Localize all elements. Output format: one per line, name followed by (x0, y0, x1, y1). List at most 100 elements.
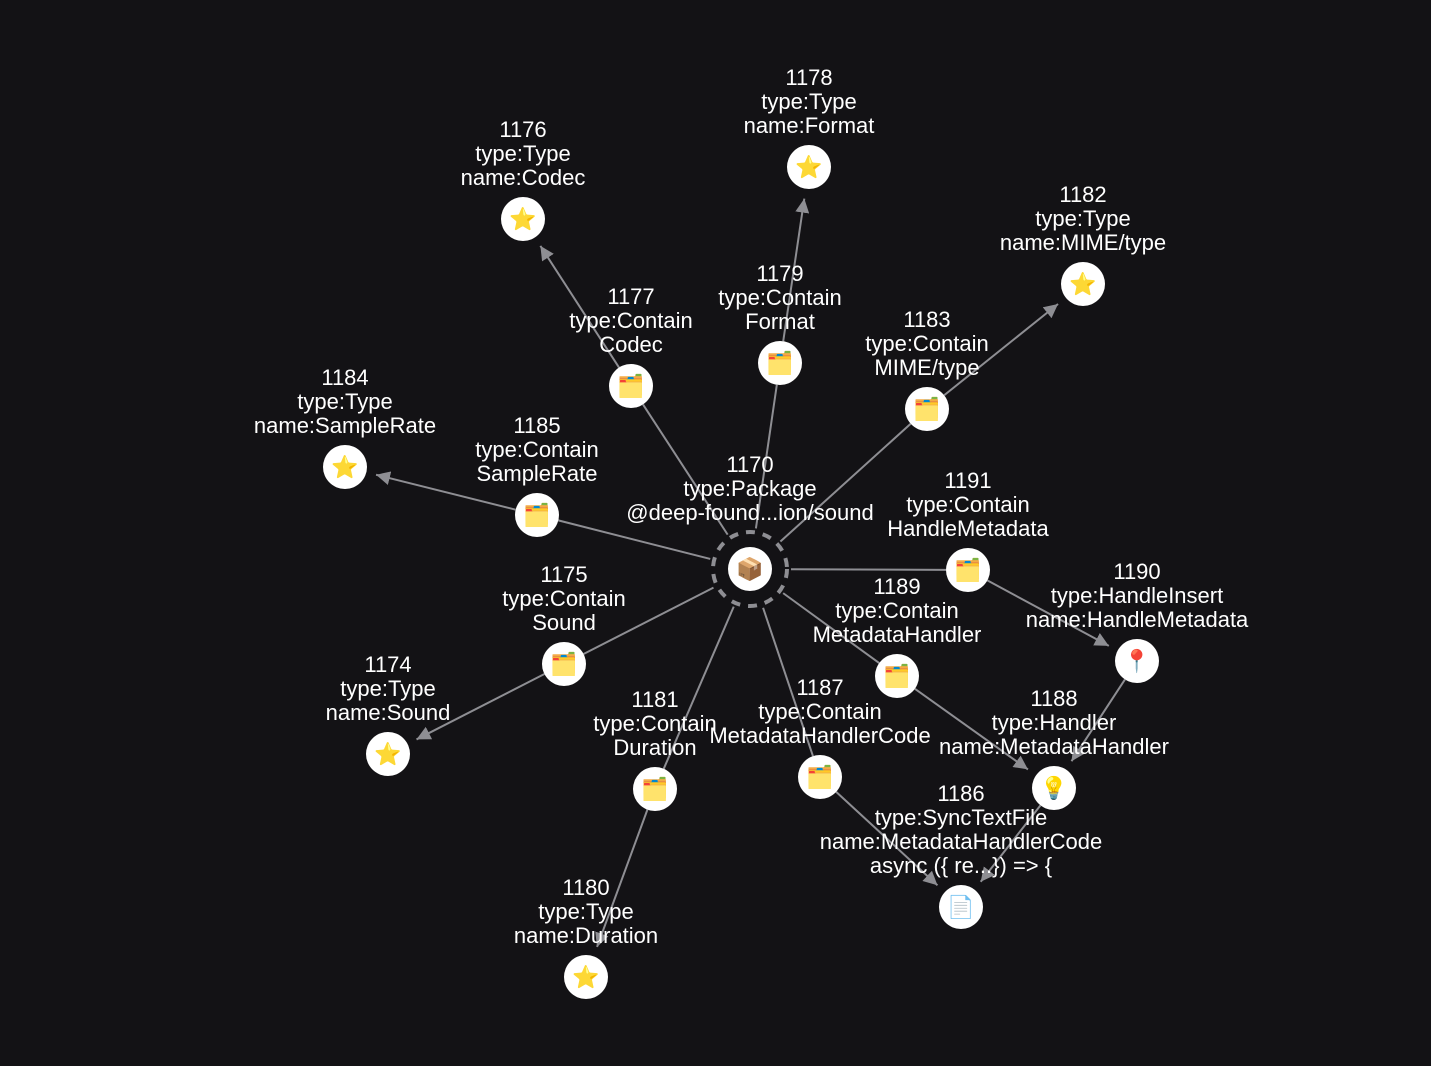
node-circle[interactable] (787, 145, 831, 189)
node-circle[interactable] (501, 197, 545, 241)
node-label-line: Sound (532, 610, 596, 635)
node-id-label: 1187 (796, 675, 843, 700)
node-circle[interactable] (905, 387, 949, 431)
node-id-label: 1180 (562, 875, 609, 900)
node-circle[interactable] (515, 493, 559, 537)
graph-node-1190[interactable]: 📍1190type:HandleInsertname:HandleMetadat… (1026, 559, 1249, 683)
node-circle[interactable] (564, 955, 608, 999)
node-circle[interactable] (798, 755, 842, 799)
edge-1170-1188 (782, 592, 1029, 771)
folder-icon: 🗂️ (523, 503, 550, 529)
node-label-line: type:Contain (502, 586, 626, 611)
node-circle[interactable] (875, 654, 919, 698)
edge-segment-1190-1188 (1070, 678, 1126, 762)
node-label-line: type:Contain (906, 492, 1030, 517)
node-circle[interactable] (609, 364, 653, 408)
node-circle[interactable] (728, 547, 772, 591)
edge-segment-1170-1175 (583, 586, 714, 655)
node-label-line: name:Duration (514, 923, 658, 948)
folder-icon: 🗂️ (913, 397, 940, 423)
node-label-line: async ({ re...}) => { (870, 853, 1052, 878)
node-label-line: MIME/type (874, 355, 979, 380)
edge-segment-1170-1185 (558, 519, 711, 560)
node-label-line: SampleRate (476, 461, 597, 486)
node-circle[interactable] (1115, 639, 1159, 683)
node-label-line: type:Type (1035, 206, 1130, 231)
node-label-line: type:Contain (835, 598, 959, 623)
node-label-line: name:MIME/type (1000, 230, 1166, 255)
edge-segment-1170-1179 (754, 384, 778, 529)
node-circle[interactable] (542, 642, 586, 686)
node-circle[interactable] (323, 445, 367, 489)
node-id-label: 1175 (540, 562, 587, 587)
node-label-line: type:HandleInsert (1051, 583, 1223, 608)
node-id-label: 1179 (756, 261, 803, 286)
node-id-label: 1183 (903, 307, 950, 332)
edges-layer (375, 198, 1126, 948)
node-circle[interactable] (939, 885, 983, 929)
star-icon: ⭐ (509, 207, 536, 233)
node-id-label: 1170 (726, 452, 773, 477)
edge-1188-1186 (979, 804, 1042, 883)
node-label-line: HandleMetadata (887, 516, 1049, 541)
node-id-label: 1191 (944, 468, 991, 493)
document-icon: 📄 (947, 895, 974, 921)
edge-1170-1174 (416, 586, 714, 741)
node-label-line: type:Package (683, 476, 816, 501)
node-circle[interactable] (946, 548, 990, 592)
node-id-label: 1186 (937, 781, 984, 806)
node-label-line: type:Contain (475, 437, 599, 462)
node-label-line: type:Contain (865, 331, 989, 356)
node-label-line: type:Type (761, 89, 856, 114)
node-label-line: type:Type (538, 899, 633, 924)
node-label-line: type:Handler (992, 710, 1117, 735)
node-id-label: 1189 (873, 574, 920, 599)
edge-segment-1185-1184 (375, 471, 516, 511)
lightbulb-icon: 💡 (1040, 776, 1067, 802)
node-label-line: name:Codec (461, 165, 586, 190)
node-circle[interactable] (1032, 766, 1076, 810)
graph-node-1186[interactable]: 📄1186type:SyncTextFilename:MetadataHandl… (820, 781, 1103, 929)
package-icon: 📦 (736, 557, 763, 583)
node-circle[interactable] (633, 767, 677, 811)
node-id-label: 1182 (1059, 182, 1106, 207)
edge-1190-1188 (1070, 678, 1126, 762)
node-label-line: Duration (613, 735, 696, 760)
nodes-layer: 📦1170type:Package@deep-found...ion/sound… (254, 65, 1249, 999)
node-circle[interactable] (1061, 262, 1105, 306)
edge-segment-1187-1186 (835, 791, 939, 887)
node-label-line: name:MetadataHandlerCode (820, 829, 1103, 854)
folder-icon: 🗂️ (766, 351, 793, 377)
node-circle[interactable] (366, 732, 410, 776)
folder-icon: 🗂️ (641, 777, 668, 803)
node-label-line: type:Contain (593, 711, 717, 736)
node-id-label: 1184 (321, 365, 368, 390)
edge-segment-1170-1191 (790, 568, 947, 571)
node-circle[interactable] (758, 341, 802, 385)
node-label-line: name:SampleRate (254, 413, 436, 438)
edge-segment-1170-1177 (642, 403, 729, 536)
star-icon: ⭐ (1069, 272, 1096, 298)
node-label-line: MetadataHandlerCode (709, 723, 930, 748)
node-label-line: Codec (599, 332, 663, 357)
edge-segment-1177-1176 (539, 245, 620, 369)
edge-segment-1175-1174 (416, 673, 545, 741)
